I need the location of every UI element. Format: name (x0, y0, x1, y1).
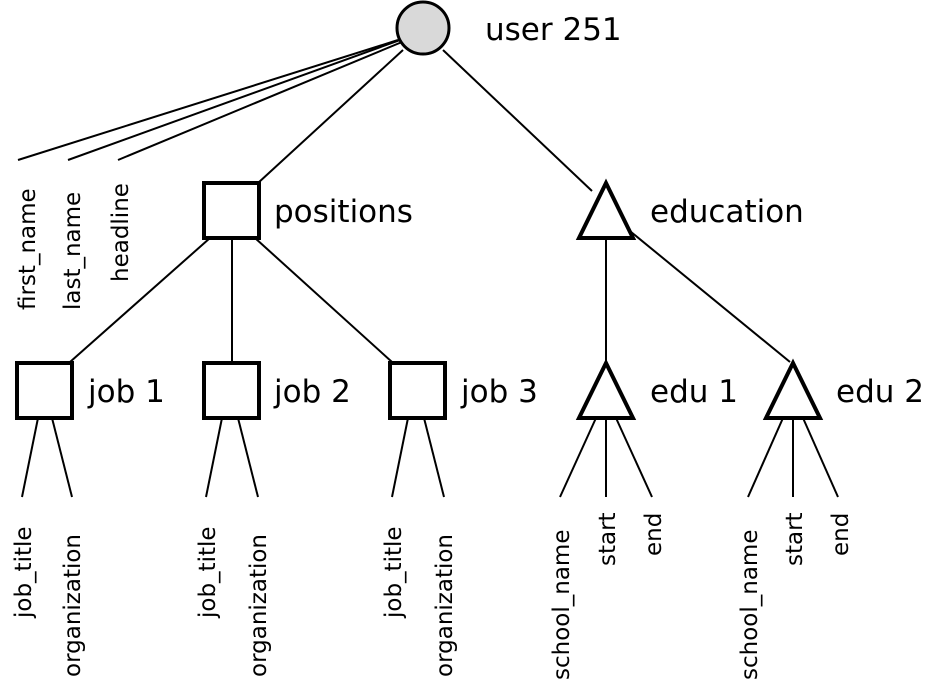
root-node-circle (395, 0, 451, 56)
attr-root-headline: headline (108, 183, 134, 282)
edge-edu2-end (802, 417, 839, 498)
edge-job3-organization (423, 417, 445, 498)
edge-root-first-name (17, 39, 399, 161)
edge-positions-job3 (254, 237, 393, 363)
attr-edu1-start: start (595, 512, 621, 566)
attribute-labels: first_name last_name headline job_title … (11, 183, 854, 680)
job1-node-label: job 1 (87, 374, 165, 410)
edge-edu2-school-name (747, 417, 784, 498)
edge-education-edu2 (624, 226, 791, 363)
edu2-node-label: edu 2 (836, 374, 924, 410)
edge-root-last-name (67, 39, 401, 161)
attr-job2-organization: organization (246, 534, 272, 677)
attr-root-first-name: first_name (15, 188, 41, 310)
nodes: user 251 positions education job 1 job 2… (15, 0, 924, 420)
edges (17, 39, 839, 498)
job1-node-square (15, 361, 74, 420)
attr-job1-organization: organization (60, 534, 86, 677)
edu1-node-triangle (575, 358, 637, 420)
attr-job3-organization: organization (432, 534, 458, 677)
edge-edu1-end (615, 417, 653, 498)
edge-job3-job-title (391, 417, 409, 498)
job2-node-label: job 2 (273, 374, 351, 410)
attr-job1-job-title: job_title (11, 526, 37, 619)
edge-edu1-school-name (559, 417, 597, 498)
edge-job2-organization (237, 417, 259, 498)
edge-job1-organization (51, 417, 73, 498)
education-node-triangle (575, 178, 637, 240)
attr-edu2-start: start (782, 512, 808, 566)
root-node-label: user 251 (485, 12, 622, 48)
positions-node-label: positions (274, 194, 413, 230)
edge-positions-job1 (69, 237, 211, 363)
job2-node-square (202, 361, 261, 420)
attr-edu1-end: end (641, 513, 667, 556)
education-node-label: education (650, 194, 804, 230)
edu1-node-label: edu 1 (650, 374, 738, 410)
attr-root-last-name: last_name (60, 192, 86, 310)
edge-root-education (442, 49, 593, 192)
positions-node-square (202, 181, 261, 240)
job3-node-square (388, 361, 447, 420)
attr-job3-job-title: job_title (381, 526, 407, 619)
attr-edu2-end: end (828, 513, 854, 556)
edge-job2-job-title (205, 417, 223, 498)
edu2-node-triangle (762, 358, 824, 420)
attr-edu1-school-name: school_name (549, 530, 575, 680)
job3-node-label: job 3 (460, 374, 538, 410)
attr-job2-job-title: job_title (195, 526, 221, 619)
edge-root-positions (257, 49, 404, 184)
edge-root-headline (117, 41, 403, 161)
edge-job1-job-title (21, 417, 39, 498)
attr-edu2-school-name: school_name (737, 530, 763, 680)
